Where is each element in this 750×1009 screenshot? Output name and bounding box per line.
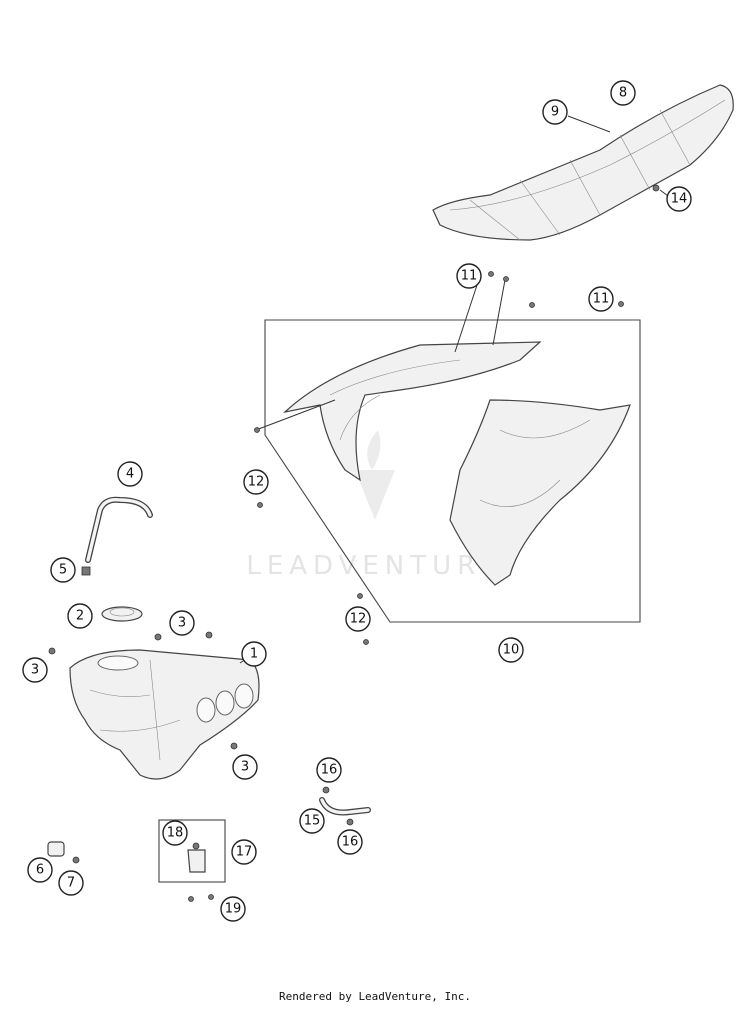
side-panel-kit-frame <box>264 319 641 623</box>
svg-text:19: 19 <box>225 902 242 917</box>
seat <box>432 84 734 241</box>
svg-text:11: 11 <box>461 269 478 284</box>
side-panel-left <box>283 341 542 482</box>
callout-10[interactable]: 10 <box>498 637 524 663</box>
svg-text:11: 11 <box>593 292 610 307</box>
leadventure-watermark: LEADVENTURE <box>246 430 503 581</box>
fuel-tank <box>69 649 260 780</box>
callout-3[interactable]: 3 <box>232 754 258 780</box>
svg-text:2: 2 <box>76 609 84 624</box>
callout-4[interactable]: 4 <box>117 461 143 487</box>
svg-text:4: 4 <box>126 467 134 482</box>
callout-3[interactable]: 3 <box>22 657 48 683</box>
watermark-flame-icon <box>367 430 381 470</box>
screws-11 <box>488 271 624 308</box>
svg-text:5: 5 <box>59 563 67 578</box>
callout-3[interactable]: 3 <box>169 610 195 636</box>
callout-11[interactable]: 11 <box>588 286 614 312</box>
callout-11[interactable]: 11 <box>456 263 482 289</box>
callout-19[interactable]: 19 <box>220 896 246 922</box>
svg-text:3: 3 <box>31 663 39 678</box>
footer-credit: Rendered by LeadVenture, Inc. <box>278 990 472 1003</box>
svg-text:17: 17 <box>236 845 253 860</box>
screw-14 <box>652 184 660 192</box>
screw-7 <box>72 856 80 864</box>
callout-12[interactable]: 12 <box>243 469 269 495</box>
screws-3 <box>48 631 238 750</box>
svg-text:15: 15 <box>304 814 321 829</box>
svg-text:10: 10 <box>503 643 520 658</box>
fuel-line <box>319 786 371 826</box>
fuel-pump-kit-frame <box>158 819 226 883</box>
svg-text:9: 9 <box>551 105 559 120</box>
svg-text:8: 8 <box>619 86 627 101</box>
callout-1[interactable]: 1 <box>241 641 267 667</box>
svg-text:7: 7 <box>67 876 75 891</box>
callout-8[interactable]: 8 <box>610 80 636 106</box>
svg-text:3: 3 <box>241 760 249 775</box>
fuel-cap <box>101 606 143 622</box>
breather-hose <box>85 496 153 563</box>
watermark-text: LEADVENTURE <box>246 551 503 581</box>
callout-6[interactable]: 6 <box>27 857 53 883</box>
svg-text:18: 18 <box>167 826 184 841</box>
callout-15[interactable]: 15 <box>299 808 325 834</box>
svg-text:16: 16 <box>321 763 338 778</box>
svg-text:16: 16 <box>342 835 359 850</box>
callout-12[interactable]: 12 <box>345 606 371 632</box>
callout-16[interactable]: 16 <box>316 757 342 783</box>
callout-5[interactable]: 5 <box>50 557 76 583</box>
callout-2[interactable]: 2 <box>67 603 93 629</box>
svg-text:6: 6 <box>36 863 44 878</box>
screws-19 <box>188 894 214 902</box>
svg-text:1: 1 <box>250 647 258 662</box>
callout-9[interactable]: 9 <box>542 99 568 125</box>
svg-text:3: 3 <box>178 616 186 631</box>
callout-17[interactable]: 17 <box>231 839 257 865</box>
callout-18[interactable]: 18 <box>162 820 188 846</box>
svg-text:14: 14 <box>671 192 688 207</box>
callout-7[interactable]: 7 <box>58 870 84 896</box>
svg-text:12: 12 <box>350 612 367 627</box>
svg-text:12: 12 <box>248 475 265 490</box>
side-panel-right <box>449 399 631 586</box>
watermark-logo-icon <box>355 470 395 520</box>
hose-clamp-5 <box>81 566 91 576</box>
callout-16[interactable]: 16 <box>337 829 363 855</box>
callout-14[interactable]: 14 <box>666 186 692 212</box>
rubber-bushing-6 <box>47 841 65 857</box>
fuel-pump <box>187 842 206 873</box>
screws-12 <box>254 427 369 645</box>
